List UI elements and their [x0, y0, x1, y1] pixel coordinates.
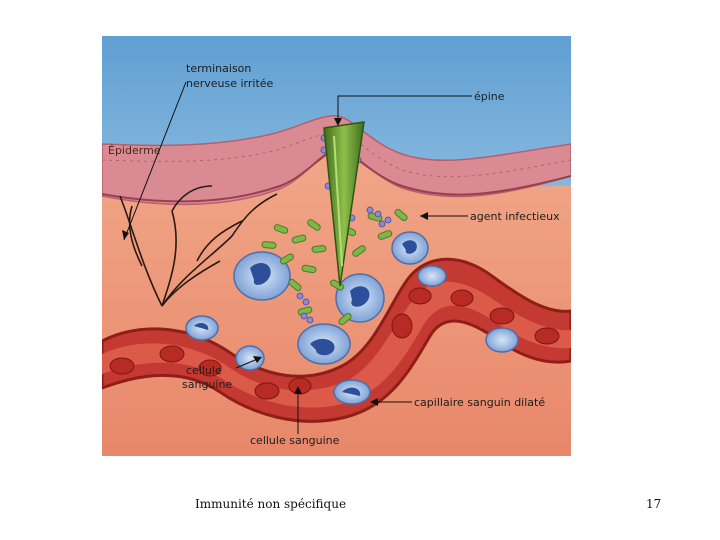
leader-arrowheads	[122, 118, 428, 406]
dilated-capillary-label: capillaire sanguin dilaté	[414, 396, 545, 409]
blood-cell-label-bottom: cellule sanguine	[250, 434, 340, 447]
inflammation-diagram: terminaison nerveuse irritée épine Épide…	[102, 36, 571, 456]
white-blood-cells	[185, 231, 519, 405]
infectious-agent-label: agent infectieux	[470, 210, 560, 223]
red-blood-cells	[109, 287, 560, 400]
spine-thorn	[323, 121, 365, 287]
epidermis-label: Épiderme	[108, 144, 161, 157]
page-number: 17	[646, 497, 662, 511]
spine-label: épine	[474, 90, 505, 103]
blood-cell-label-left-line-1: cellule	[186, 364, 222, 377]
capillary-lumen	[102, 281, 571, 408]
spine-highlight	[333, 135, 343, 267]
footer-title: Immunité non spécifique	[195, 497, 347, 511]
epidermis-layer	[102, 115, 571, 206]
nerve-label-line-1: terminaison	[186, 62, 251, 75]
nerve-label-line-2: nerveuse irritée	[186, 77, 274, 90]
nerve-endings	[119, 185, 278, 307]
blood-cell-label-left-line-2: sanguine	[182, 378, 232, 391]
leader-lines	[123, 81, 472, 434]
